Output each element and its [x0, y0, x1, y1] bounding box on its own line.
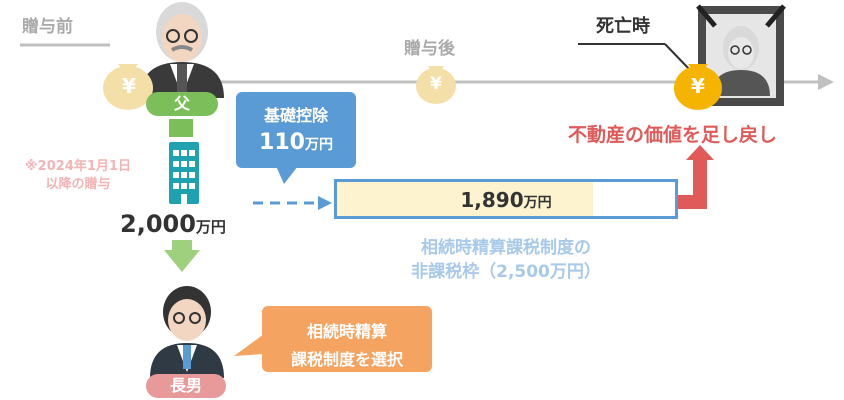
gift-date-note: ※2024年1月1日 以降の贈与 [8, 158, 148, 194]
money-bag-icon-after [416, 66, 456, 104]
gift-amount-unit: 万円 [195, 218, 226, 236]
basic-deduction-callout: 基礎控除 110万円 [236, 92, 356, 168]
money-bag-icon-death [674, 64, 722, 110]
election-pointer [234, 334, 264, 356]
timeline-arrowhead [818, 74, 834, 90]
callout-pointer [276, 166, 298, 184]
taxable-amount: 1,890万円 [460, 188, 552, 212]
father-avatar [140, 2, 224, 98]
father-connector [169, 119, 193, 137]
down-arrow [164, 250, 200, 272]
revert-label: 不動産の価値を足し戻し [568, 124, 778, 146]
deduction-title: 基礎控除 [263, 106, 328, 125]
son-avatar [150, 286, 224, 378]
tax-exempt-caption: 相続時精算課税制度の 非課税枠（2,500万円） [334, 236, 678, 284]
death-label: 死亡時 [596, 16, 650, 37]
deduction-amount: 110万円 [259, 130, 333, 155]
after-gift-label: 贈与後 [404, 39, 455, 59]
tax-exempt-box: 1,890万円 [334, 179, 678, 219]
caption-line-1: 相続時精算課税制度の [421, 238, 591, 258]
note-line-2: 以降の贈与 [45, 177, 111, 192]
son-label: 長男 [146, 374, 226, 398]
taxable-fill [337, 182, 593, 216]
yen-symbol-before: ¥ [122, 74, 136, 98]
election-line-2: 課税制度を選択 [290, 350, 403, 369]
father-label: 父 [146, 92, 218, 116]
yen-symbol-after: ¥ [430, 74, 442, 94]
gift-amount: 2,000万円 [120, 210, 226, 238]
before-gift-label: 贈与前 [22, 17, 73, 37]
money-bag-icon-before [103, 64, 153, 110]
election-callout: 相続時精算 課税制度を選択 [262, 306, 432, 372]
election-line-1: 相続時精算 [306, 322, 387, 341]
portrait-frame [696, 4, 786, 106]
note-line-1: ※2024年1月1日 [25, 159, 131, 174]
yen-symbol-death: ¥ [691, 74, 705, 98]
gift-amount-value: 2,000 [120, 210, 196, 238]
caption-line-2: 非課税枠（2,500万円） [411, 262, 601, 282]
building-icon [169, 142, 199, 204]
